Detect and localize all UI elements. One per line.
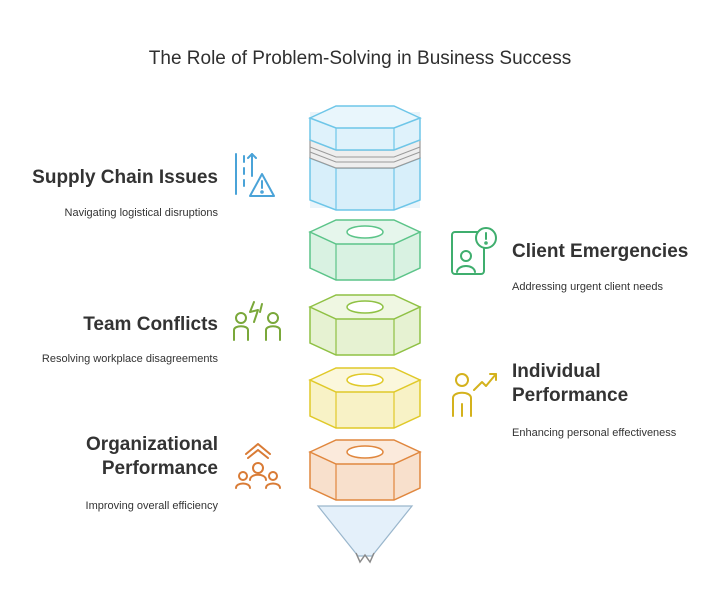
client-emergencies-desc: Addressing urgent client needs — [512, 281, 664, 293]
nut-green — [308, 219, 422, 281]
group-growth-icon — [235, 443, 281, 489]
individual-performance-desc: Enhancing personal effectiveness — [512, 427, 677, 439]
nut-yellow — [308, 367, 422, 429]
nut-orange — [308, 439, 422, 501]
top-cylinder — [308, 105, 422, 211]
organizational-performance-title: Organizational Performance — [20, 433, 218, 481]
organizational-performance-title-line1: Organizational — [86, 434, 218, 455]
team-conflicts-desc: Resolving workplace disagreements — [41, 353, 218, 365]
client-emergencies-title: Client Emergencies — [512, 241, 689, 262]
nut-lime — [308, 294, 422, 356]
client-alert-icon — [451, 227, 497, 275]
supply-chain-title: Supply Chain Issues — [32, 167, 218, 188]
bottom-tip — [316, 505, 414, 564]
individual-performance-title-line1: Individual — [512, 361, 601, 382]
individual-performance-title-line2: Performance — [512, 385, 629, 406]
individual-performance-title: Individual Performance — [512, 360, 712, 408]
person-growth-icon — [452, 373, 497, 417]
team-conflict-icon — [233, 301, 281, 341]
road-warning-icon — [235, 153, 275, 197]
organizational-performance-desc: Improving overall efficiency — [85, 500, 218, 512]
team-conflicts-title: Team Conflicts — [83, 314, 218, 335]
page-title: The Role of Problem-Solving in Business … — [148, 48, 572, 69]
supply-chain-desc: Navigating logistical disruptions — [64, 207, 218, 219]
organizational-performance-title-line2: Performance — [101, 458, 218, 479]
